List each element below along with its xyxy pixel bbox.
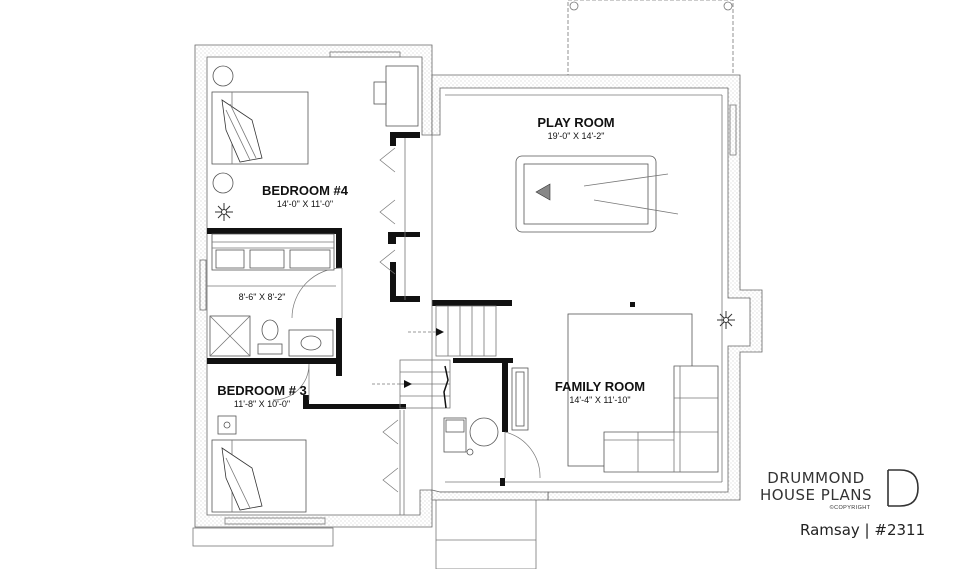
bathroom-dims: 8'-6" X 8'-2" (239, 292, 286, 302)
family-room-name: FAMILY ROOM (555, 379, 645, 394)
bedroom-4-name: BEDROOM #4 (262, 183, 349, 198)
snowflake-symbol-icon (215, 203, 735, 329)
exterior-walls (194, 44, 763, 528)
brand-line-1: DRUMMOND (767, 469, 864, 487)
bathroom-fixtures (209, 233, 335, 357)
staircase (372, 305, 497, 409)
copyright-text: ©COPYRIGHT (830, 504, 871, 511)
brand-line-2: HOUSE PLANS (760, 486, 872, 504)
top-deck (567, 0, 734, 79)
play-room-name: PLAY ROOM (537, 115, 614, 130)
plan-name: Ramsay | #2311 (800, 521, 925, 539)
billiard-table (515, 155, 679, 233)
family-room-dims: 14'-4" X 11'-10" (569, 395, 630, 405)
drummond-d-logo-icon (887, 469, 919, 507)
utility-fixtures (443, 417, 499, 456)
bedroom-3-dims: 11'-8" X 10'-0" (234, 399, 290, 409)
partitions (207, 135, 433, 515)
bedroom-3-name: BEDROOM # 3 (217, 383, 307, 398)
family-room-furniture (511, 313, 719, 473)
bedroom-3-furniture (211, 415, 307, 513)
bedroom-4-furniture (211, 65, 419, 194)
play-room-dims: 19'-0" X 14'-2" (548, 131, 605, 141)
brand-block: DRUMMOND HOUSE PLANS ©COPYRIGHT Ramsay |… (760, 469, 925, 539)
bedroom-4-dims: 14'-0" X 11'-0" (277, 199, 333, 209)
interior-walls (207, 132, 635, 486)
